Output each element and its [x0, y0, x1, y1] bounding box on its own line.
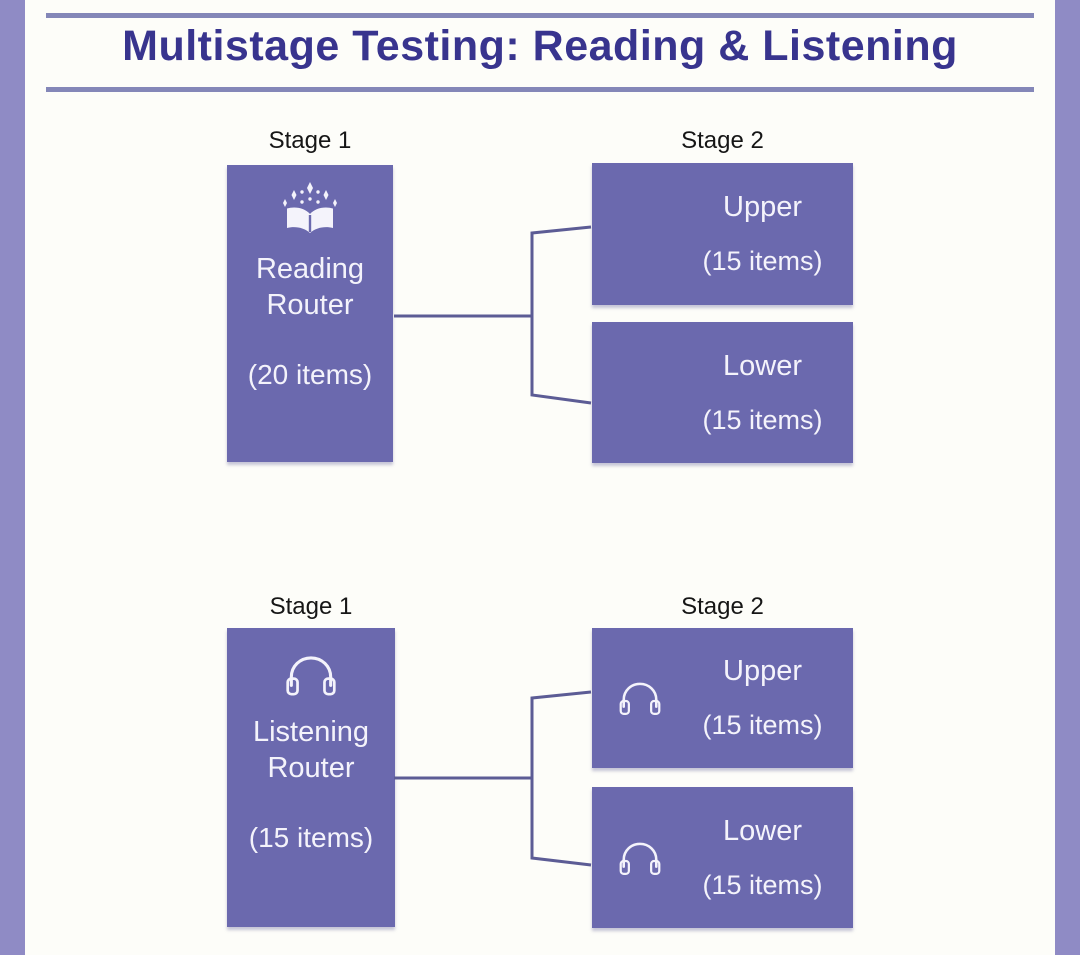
lower-item-count: (15 items): [702, 404, 823, 435]
reading-upper-box: Upper (15 items): [592, 163, 853, 305]
router-name-line1: Listening: [252, 716, 370, 748]
upper-label: Upper: [723, 655, 802, 687]
lower-item-count: (15 items): [702, 869, 823, 900]
lower-label: Lower: [723, 349, 802, 382]
headphones-icon: [282, 644, 340, 706]
title-rule-top: [46, 13, 1034, 18]
reading-stage1-label: Stage 1: [268, 127, 352, 154]
router-item-count: (20 items): [247, 359, 373, 390]
router-name-line2: Router: [267, 752, 355, 784]
upper-item-count: (15 items): [702, 246, 823, 276]
icon-slot-empty: [592, 322, 680, 463]
icon-slot-empty: [592, 163, 680, 305]
headphones-icon: [592, 628, 680, 768]
listening-branch-connector: [394, 690, 592, 867]
upper-item-count: (15 items): [702, 710, 823, 740]
router-name-line2: Router: [266, 289, 354, 321]
reading-stage2-label: Stage 2: [681, 127, 764, 154]
listening-router-box: Listening Router (15 items): [227, 628, 395, 927]
listening-stage2-label: Stage 2: [681, 593, 764, 620]
lower-label: Lower: [723, 814, 802, 847]
right-border-strip: [1055, 0, 1080, 955]
listening-upper-box: Upper (15 items): [592, 628, 853, 768]
reading-router-box: Reading Router (20 items): [227, 165, 393, 462]
left-border-strip: [0, 0, 25, 955]
headphones-icon: [592, 787, 680, 928]
router-name-line1: Reading: [255, 253, 365, 285]
router-item-count: (15 items): [248, 822, 374, 853]
reading-lower-box: Lower (15 items): [592, 322, 853, 463]
listening-stage1-label: Stage 1: [269, 593, 353, 620]
listening-lower-box: Lower (15 items): [592, 787, 853, 928]
title-rule-bottom: [46, 87, 1034, 92]
book-sparkles-icon: [280, 181, 340, 243]
upper-label: Upper: [723, 191, 802, 223]
page-title: Multistage Testing: Reading & Listening: [122, 22, 958, 70]
reading-branch-connector: [394, 225, 592, 405]
